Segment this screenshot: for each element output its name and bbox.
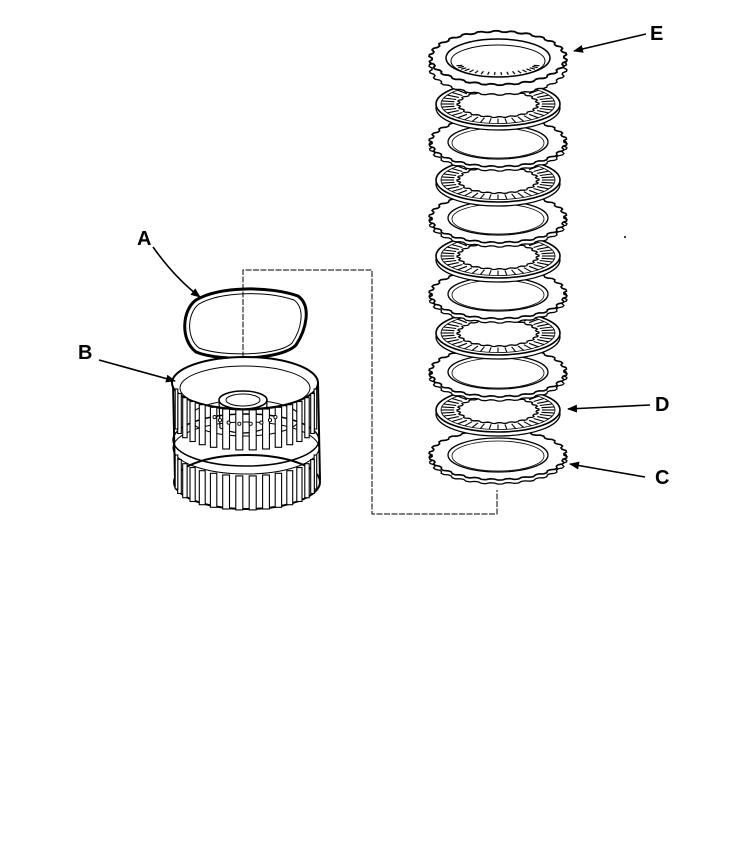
leader-arrow-d	[568, 405, 650, 409]
label-d: D	[655, 395, 669, 415]
pressure-plate-e	[429, 31, 567, 95]
steel-plate-bottom	[429, 430, 567, 484]
label-b: B	[78, 343, 92, 363]
o-ring	[185, 289, 307, 358]
clutch-drum	[172, 357, 320, 510]
label-e: E	[650, 24, 663, 44]
label-c: C	[655, 468, 669, 488]
label-a: A	[137, 229, 151, 249]
leader-arrow-c	[570, 464, 645, 477]
leader-arrow-e	[574, 34, 646, 51]
leader-arrow-b	[99, 360, 175, 381]
leader-arrow-a	[153, 247, 200, 297]
clutch-pack	[429, 31, 567, 484]
stray-mark	[624, 236, 626, 238]
